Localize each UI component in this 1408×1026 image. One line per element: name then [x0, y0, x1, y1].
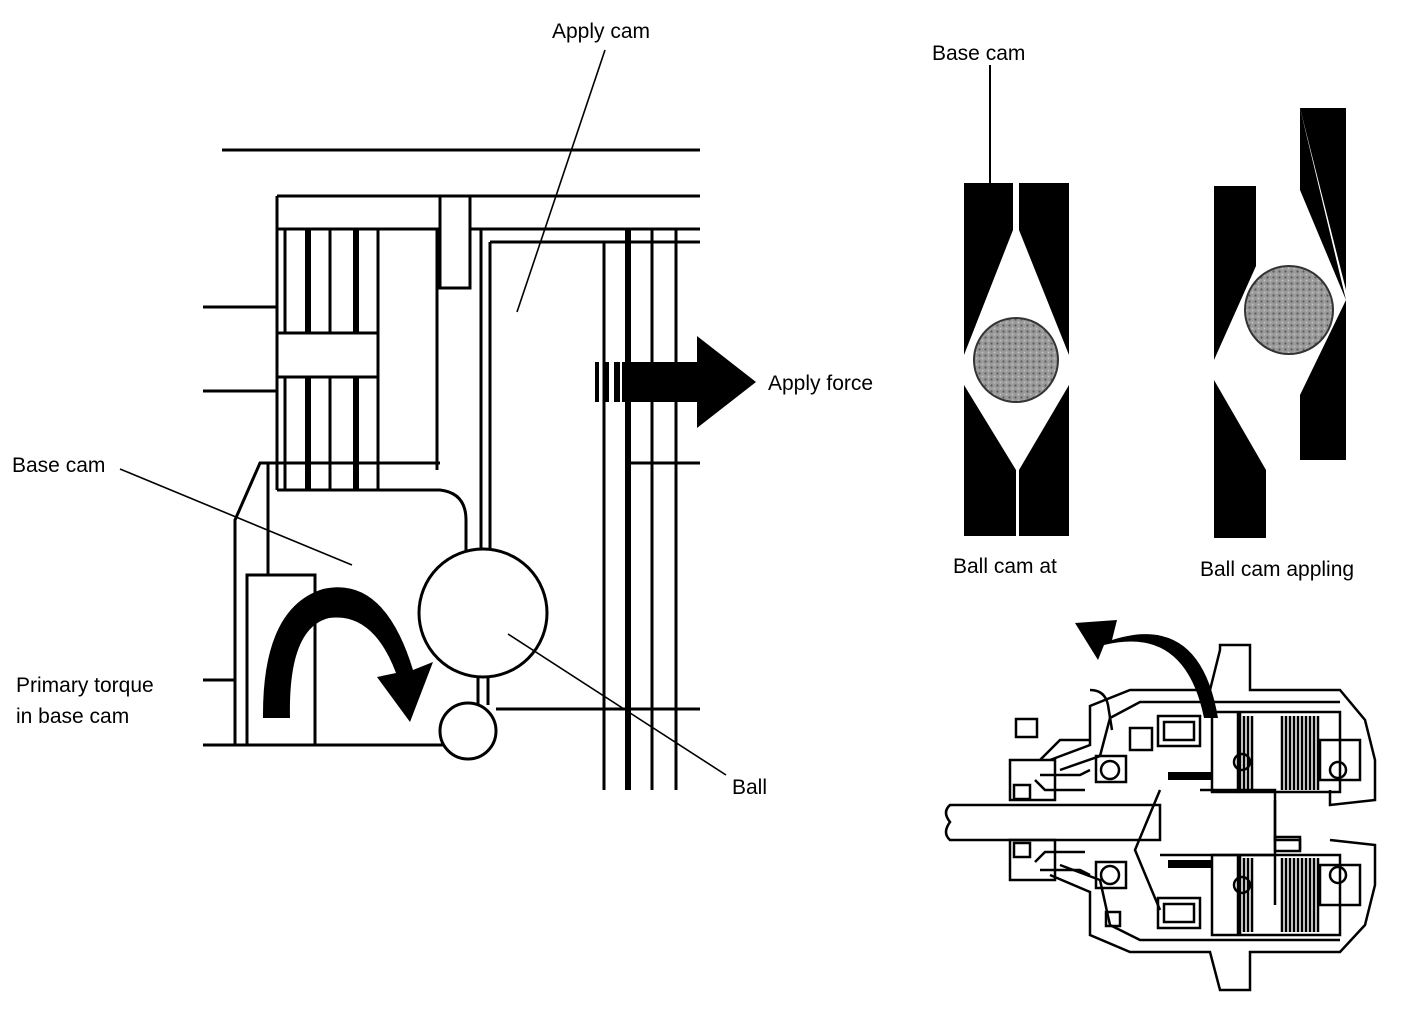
assembly-cross-section — [944, 620, 1377, 992]
ball-label: Ball — [732, 776, 767, 799]
apply-cam-label: Apply cam — [552, 20, 650, 43]
main-cross-section — [119, 49, 756, 790]
curved-arrow-down-icon — [262, 587, 433, 722]
apply-force-label: Apply force — [768, 372, 873, 395]
arrow-right-icon — [595, 336, 756, 428]
primary-torque-label-line2: in base cam — [16, 705, 129, 728]
primary-torque-label-line1: Primary torque — [16, 674, 154, 697]
ball-cam-appling-label: Ball cam appling — [1200, 558, 1354, 581]
ball-cam-at-rest — [964, 65, 1069, 536]
base-cam-label-left: Base cam — [12, 454, 105, 477]
ball-cam-applying — [1214, 108, 1346, 538]
base-cam-label-right: Base cam — [932, 42, 1025, 65]
curved-arrow-left-icon — [1075, 620, 1218, 718]
ball-cam-at-label: Ball cam at — [953, 555, 1057, 578]
